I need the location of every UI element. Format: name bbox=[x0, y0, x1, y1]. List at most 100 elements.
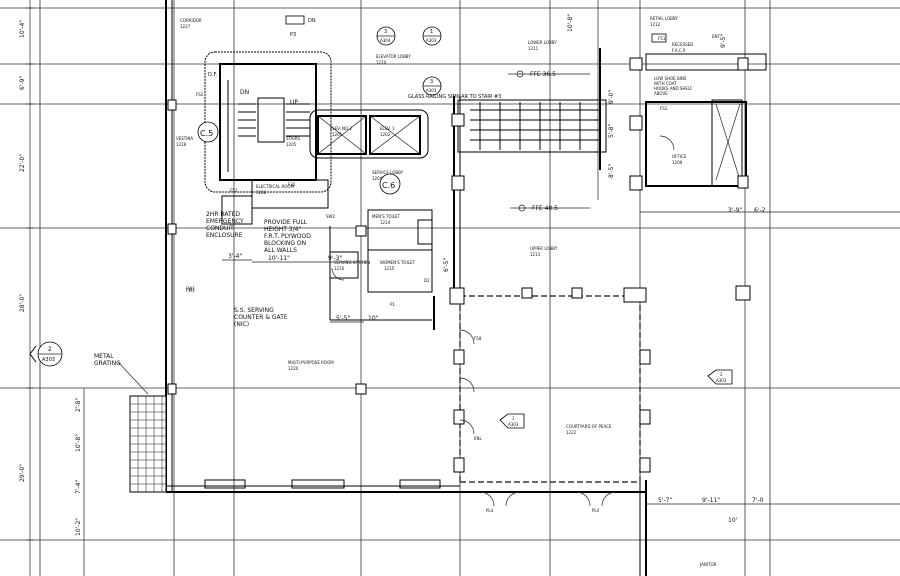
dim-int-5: 10" bbox=[368, 315, 379, 322]
room-electrical-name: ELECTRICAL ROOM bbox=[256, 184, 295, 189]
note-enclosure-1: 2HR RATED bbox=[206, 211, 240, 218]
dim-right-1: 9'-5" bbox=[720, 34, 727, 48]
dim-br-2: 6'-2 bbox=[754, 207, 766, 214]
note-metal-grating-2: GRATING bbox=[94, 360, 121, 367]
grid-tag-c5: C.5 bbox=[197, 121, 219, 143]
tag-ent: ENT bbox=[712, 34, 721, 39]
note-shoe-2: WITH COAT bbox=[654, 81, 677, 86]
note-shoe-4: ABOVE bbox=[654, 91, 668, 96]
grid-lines-horizontal bbox=[0, 7, 900, 541]
dim-int-4: 5'-5" bbox=[336, 315, 350, 322]
room-upper-lobby-name: UPPER LOBBY bbox=[530, 246, 558, 251]
callout-4-num: 3 bbox=[430, 79, 433, 85]
room-corridor-name: CORRIDOR bbox=[180, 18, 202, 23]
dim-left-4: 28'-0" bbox=[19, 294, 26, 312]
central-stair bbox=[453, 96, 607, 300]
section-tag-right-sheet: A303 bbox=[716, 378, 727, 383]
tag-enl: ENL bbox=[474, 436, 483, 441]
metal-grating: METAL GRATING bbox=[94, 353, 167, 493]
service-rooms bbox=[221, 48, 767, 330]
room-electrical-number: 1206 bbox=[256, 190, 267, 195]
room-serving-kitchen-number: 1216 bbox=[334, 266, 345, 271]
room-lower-lobby-name: LOWER LOBBY bbox=[528, 40, 557, 45]
tag-fw1: FW1 bbox=[186, 286, 195, 291]
dim-br-3: 5'-7" bbox=[658, 497, 672, 504]
dim-int-3: 9'-3" bbox=[328, 255, 342, 262]
dim-int-2: 10'-11" bbox=[268, 255, 290, 262]
structural-columns bbox=[167, 57, 751, 473]
room-office-name: OFFICE bbox=[672, 154, 687, 159]
tag-dn: DN bbox=[308, 18, 316, 24]
dim-left-1: 10'-4" bbox=[19, 20, 26, 38]
interior-dimensions: 3'-4" 10'-11" 9'-3" 5'-5" 10" 6'-5" bbox=[222, 253, 450, 323]
room-multipurpose-name: MULTI-PURPOSE ROOM bbox=[288, 360, 334, 365]
room-elevator-lobby-name: ELEVATOR LOBBY bbox=[376, 54, 411, 59]
note-plywood-2: HEIGHT 3/4" bbox=[264, 226, 301, 233]
bottom-right-dimensions: 3'-9" 6'-2 5'-7" 9'-11" 7'-0 10' bbox=[640, 207, 900, 524]
callout-3-num: 1 bbox=[430, 29, 433, 35]
room-service-lobby-name: SERVICE LOBBY bbox=[372, 170, 404, 175]
room-retail-lobby-name: RETAIL LOBBY bbox=[650, 16, 678, 21]
dim-right-2: 9'-0" bbox=[608, 90, 615, 104]
grid-tag-c5-label: C.5 bbox=[200, 129, 213, 138]
tag-d2: D2 bbox=[424, 278, 430, 283]
dim-left-3: 22'-0" bbox=[19, 154, 26, 172]
note-metal-grating-1: METAL bbox=[94, 353, 114, 360]
room-stairs-number: 1205 bbox=[286, 142, 297, 147]
dim-right-5: 10'-8" bbox=[567, 14, 574, 32]
dim-left-5: 29'-0" bbox=[19, 464, 26, 482]
dim-br-5: 7'-0 bbox=[752, 497, 764, 504]
note-enclosure-2: EMERGENCY bbox=[206, 218, 244, 225]
dim-left-7: 10'-8" bbox=[75, 434, 82, 452]
room-corridor-number: 1227 bbox=[180, 24, 191, 29]
tag-p1: P1 bbox=[390, 302, 395, 307]
room-courtyard-name: COURTYARD OF PEACE bbox=[566, 424, 612, 429]
room-mens-toilet-name: MEN'S TOILET bbox=[372, 214, 400, 219]
grid-tag-c6: C.6 bbox=[379, 173, 401, 195]
dim-br-6: 10' bbox=[728, 517, 738, 524]
dim-left-8: 7'-4" bbox=[75, 480, 82, 494]
section-tag-courtyard-sheet: A303 bbox=[508, 422, 519, 427]
callout-2-sheet: A304 bbox=[380, 38, 391, 43]
room-multipurpose-number: 1220 bbox=[288, 366, 299, 371]
room-mens-toilet-number: 1214 bbox=[380, 220, 391, 225]
room-upper-lobby-number: 1213 bbox=[530, 252, 541, 257]
section-callout-2: 3 A304 bbox=[376, 26, 396, 46]
note-enclosure-3: CONDUIT bbox=[206, 225, 234, 232]
dim-left-6: 2'-8" bbox=[75, 398, 82, 412]
callout-2-num: 3 bbox=[384, 29, 387, 35]
dim-left-9: 10'-2" bbox=[75, 518, 82, 536]
callout-1-num: 2 bbox=[48, 346, 52, 353]
callout-3-sheet: A303 bbox=[426, 38, 437, 43]
room-elev2-number: 1201 bbox=[332, 132, 343, 137]
dim-br-1: 3'-9" bbox=[728, 207, 742, 214]
room-elev1-number: 1202 bbox=[380, 132, 391, 137]
section-tag-courtyard-num: 1 bbox=[512, 416, 515, 421]
door-swings bbox=[331, 135, 675, 507]
tag-pl4-b: PL4 bbox=[592, 508, 600, 513]
tag-f58: F58 bbox=[474, 336, 482, 341]
tag-f52: F52 bbox=[230, 188, 238, 193]
section-callout-4: 3 A303 bbox=[422, 76, 442, 96]
dim-right-3: 5'-8" bbox=[608, 124, 615, 138]
room-womens-toilet-name: WOMEN'S TOILET bbox=[380, 260, 416, 265]
note-shoe-3: HOOKS AND SHELF bbox=[654, 86, 693, 91]
room-serving-kitchen-name: SERVING KITCHEN bbox=[334, 260, 370, 265]
dim-right-4: 8'-5" bbox=[608, 164, 615, 178]
tag-p3: P3 bbox=[290, 32, 296, 38]
grid-tag-c6-label: C.6 bbox=[382, 181, 395, 190]
dim-int-6: 6'-5" bbox=[443, 258, 450, 272]
room-service-lobby-number: 1204 bbox=[372, 176, 383, 181]
tag-fs1: FS1 bbox=[660, 106, 668, 111]
room-elevator-lobby-number: 1210 bbox=[376, 60, 387, 65]
note-serving-3: (NIC) bbox=[234, 321, 249, 328]
tag-fw2: FW2 bbox=[186, 288, 195, 293]
section-tag-courtyard: 1 A303 bbox=[499, 413, 525, 429]
left-dimension-string: 10'-4" 6'-9" 22'-0" 28'-0" 29'-0" 2'-8" … bbox=[19, 0, 85, 576]
room-janitor-name: JANITOR bbox=[699, 562, 717, 567]
courtyard-boundary bbox=[459, 295, 641, 483]
finish-tags: DN ENT FS1 FS2 FW1 P3 F52 F32 F51 SW2 PL… bbox=[186, 15, 721, 513]
section-callout-1: 2 A303 bbox=[29, 341, 63, 367]
stair-core: DN UP D.F. STAIRS 1205 bbox=[204, 51, 332, 193]
